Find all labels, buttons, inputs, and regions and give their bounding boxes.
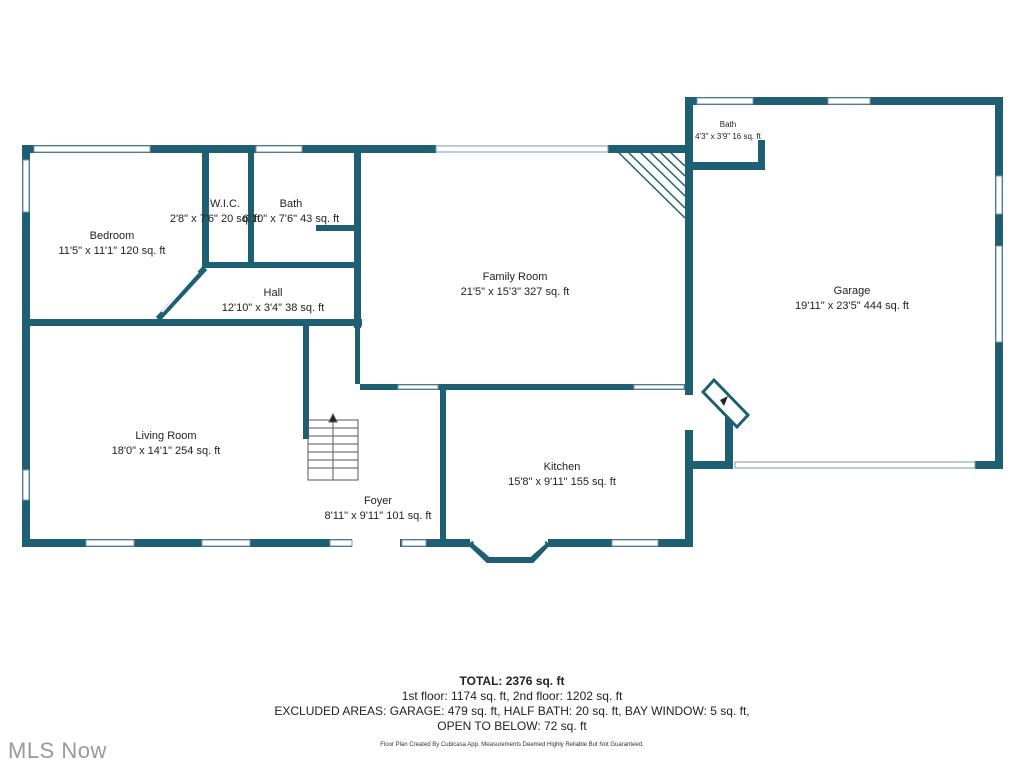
- credit-note: Floor Plan Created By Cubicasa App. Meas…: [380, 742, 644, 748]
- area-summary: TOTAL: 2376 sq. ft 1st floor: 1174 sq. f…: [0, 674, 1024, 734]
- label-family-room: Family Room 21'5" x 15'3" 327 sq. ft: [461, 271, 570, 298]
- svg-text:21'5" x 15'3" 327 sq. ft: 21'5" x 15'3" 327 sq. ft: [461, 286, 570, 298]
- windows: [22, 97, 1003, 547]
- label-bedroom: Bedroom 11'5" x 11'1" 120 sq. ft: [58, 230, 165, 257]
- svg-text:2'8" x 7'6" 20 sq. ft: 2'8" x 7'6" 20 sq. ft: [170, 213, 260, 225]
- stairs-upper: [617, 151, 686, 219]
- svg-text:Foyer: Foyer: [364, 495, 392, 507]
- label-wic: W.I.C. 2'8" x 7'6" 20 sq. ft: [170, 198, 260, 225]
- excluded-areas: EXCLUDED AREAS: GARAGE: 479 sq. ft, HALF…: [274, 704, 750, 718]
- svg-text:6'10" x 7'6" 43 sq. ft: 6'10" x 7'6" 43 sq. ft: [243, 213, 339, 225]
- svg-text:Family Room: Family Room: [483, 271, 548, 283]
- svg-text:Kitchen: Kitchen: [544, 461, 581, 473]
- svg-text:11'5" x 11'1" 120 sq. ft: 11'5" x 11'1" 120 sq. ft: [58, 245, 165, 257]
- svg-text:Garage: Garage: [834, 285, 871, 297]
- svg-text:15'8" x 9'11" 155 sq. ft: 15'8" x 9'11" 155 sq. ft: [508, 476, 616, 488]
- svg-text:4'3" x 3'9" 16 sq. ft: 4'3" x 3'9" 16 sq. ft: [695, 132, 761, 141]
- label-garage: Garage 19'11" x 23'5" 444 sq. ft: [795, 285, 909, 312]
- stairs-foyer: [307, 412, 359, 481]
- svg-text:Living Room: Living Room: [135, 430, 196, 442]
- svg-text:19'11" x 23'5" 444 sq. ft: 19'11" x 23'5" 444 sq. ft: [795, 300, 909, 312]
- svg-text:Hall: Hall: [264, 287, 283, 299]
- label-living-room: Living Room 18'0" x 14'1" 254 sq. ft: [112, 430, 221, 457]
- total-area: TOTAL: 2376 sq. ft: [459, 674, 565, 688]
- svg-text:18'0" x 14'1" 254 sq. ft: 18'0" x 14'1" 254 sq. ft: [112, 445, 221, 457]
- svg-text:W.I.C.: W.I.C.: [210, 198, 240, 210]
- bay-window: [467, 540, 551, 563]
- svg-text:Bedroom: Bedroom: [90, 230, 135, 242]
- garage-step: [700, 377, 751, 430]
- label-hall: Hall 12'10" x 3'4" 38 sq. ft: [222, 287, 325, 314]
- label-half-bath: Bath 4'3" x 3'9" 16 sq. ft: [695, 120, 761, 141]
- svg-text:Bath: Bath: [720, 120, 736, 129]
- hall-diagonal-wall: [155, 265, 208, 322]
- svg-text:8'11" x 9'11" 101 sq. ft: 8'11" x 9'11" 101 sq. ft: [324, 510, 431, 522]
- svg-text:Bath: Bath: [280, 198, 303, 210]
- floor-plan: Bedroom 11'5" x 11'1" 120 sq. ft W.I.C. …: [22, 97, 1003, 563]
- watermark-logo: MLS Now: [8, 738, 107, 763]
- label-kitchen: Kitchen 15'8" x 9'11" 155 sq. ft: [508, 461, 616, 488]
- label-bath: Bath 6'10" x 7'6" 43 sq. ft: [243, 198, 339, 225]
- floor-areas: 1st floor: 1174 sq. ft, 2nd floor: 1202 …: [401, 689, 623, 703]
- open-to-below: OPEN TO BELOW: 72 sq. ft: [437, 719, 587, 733]
- svg-text:12'10" x 3'4" 38 sq. ft: 12'10" x 3'4" 38 sq. ft: [222, 302, 325, 314]
- label-foyer: Foyer 8'11" x 9'11" 101 sq. ft: [324, 495, 431, 522]
